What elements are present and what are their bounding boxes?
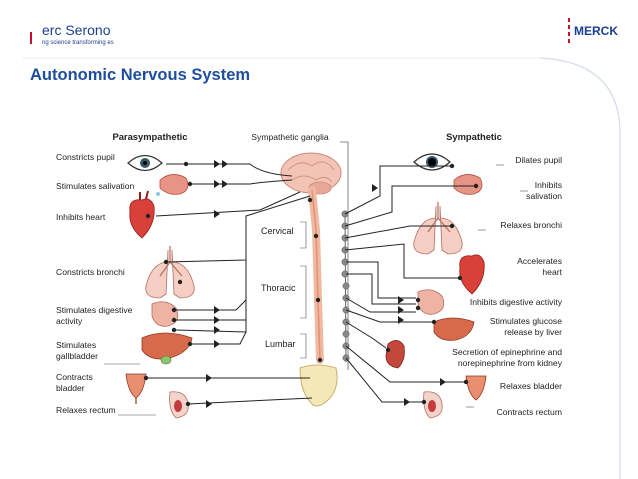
symp-label-2b: salivation xyxy=(526,191,562,201)
para-label-8: Relaxes rectum xyxy=(56,405,116,415)
symp-label-7b: norepinephrine from kidney xyxy=(458,358,563,368)
merck-name: MERCK xyxy=(574,24,618,38)
para-label-5a: Stimulates digestive xyxy=(56,305,133,315)
parasympathetic-nodes xyxy=(143,161,323,407)
sympathetic-labels: Dilates pupil Inhibits salivation Relaxe… xyxy=(452,155,563,417)
symp-label-1: Dilates pupil xyxy=(515,155,562,165)
rectum-sympathetic-icon xyxy=(423,391,443,419)
salivary-gland-sympathetic-icon xyxy=(453,174,483,195)
symp-label-2a: Inhibits xyxy=(535,180,562,190)
parasympathetic-labels: Constricts pupil Stimulates salivation I… xyxy=(56,152,135,415)
para-label-5b: activity xyxy=(56,316,83,326)
symp-label-9: Contracts rectum xyxy=(497,407,562,417)
bladder-icon xyxy=(125,373,147,404)
symp-label-6b: release by liver xyxy=(504,327,562,337)
eye-dilated-icon xyxy=(413,153,451,171)
rectum-icon xyxy=(169,391,189,419)
para-label-7b: bladder xyxy=(56,383,85,393)
parasympathetic-arrows xyxy=(206,160,228,408)
kidney-icon xyxy=(385,340,405,369)
para-label-4: Constricts bronchi xyxy=(56,267,125,277)
sacrum xyxy=(299,364,338,407)
symp-label-3: Relaxes bronchi xyxy=(500,220,562,230)
logo-accent-bar xyxy=(30,32,32,44)
liver-icon xyxy=(433,317,475,341)
lungs-sympathetic-icon xyxy=(413,202,463,255)
para-label-1: Constricts pupil xyxy=(56,152,115,162)
company-name: erc Serono xyxy=(42,22,111,38)
merck-logo-mark xyxy=(568,18,570,43)
parasympathetic-header: Parasympathetic xyxy=(112,131,187,142)
stomach-icon xyxy=(151,301,179,327)
stomach-sympathetic-icon xyxy=(417,289,445,315)
para-label-3: Inhibits heart xyxy=(56,212,106,222)
slide-corner-curve xyxy=(539,57,621,479)
symp-label-7a: Secretion of epinephrine and xyxy=(452,347,562,357)
symp-label-6a: Stimulates glucose xyxy=(490,316,562,326)
symp-label-4b: heart xyxy=(542,267,562,277)
para-label-2: Stimulates salivation xyxy=(56,181,135,191)
ganglia-label: Sympathetic ganglia xyxy=(251,132,329,142)
company-tagline: ng science transforming es xyxy=(42,40,114,46)
sympathetic-arrows xyxy=(372,184,446,406)
para-label-6a: Stimulates xyxy=(56,340,96,350)
bladder-sympathetic-icon xyxy=(465,375,487,401)
para-label-6b: gallbladder xyxy=(56,351,98,361)
symp-label-4a: Accelerates xyxy=(517,256,562,266)
liver-gallbladder-icon xyxy=(141,332,193,365)
sympathetic-nerves xyxy=(344,165,476,403)
label-leaders xyxy=(104,164,528,416)
parasympathetic-nerves xyxy=(146,163,313,405)
para-label-7a: Contracts xyxy=(56,372,93,382)
symp-label-8: Relaxes bladder xyxy=(500,381,562,391)
heart-sympathetic-icon xyxy=(459,254,485,295)
sympathetic-header: Sympathetic xyxy=(446,131,502,142)
heart-icon xyxy=(129,190,155,239)
symp-label-5: Inhibits digestive activity xyxy=(470,297,563,307)
slide-title: Autonomic Nervous System xyxy=(30,66,251,84)
merck-logo: MERCK xyxy=(566,16,618,46)
eye-icon xyxy=(127,154,163,172)
sympathetic-nodes xyxy=(385,163,479,405)
region-thoracic: Thoracic xyxy=(261,283,296,293)
lungs-icon xyxy=(145,246,195,299)
region-lumbar: Lumbar xyxy=(265,339,296,349)
region-cervical: Cervical xyxy=(261,226,294,236)
salivary-gland-icon xyxy=(156,174,189,196)
spinal-cord xyxy=(308,186,324,364)
